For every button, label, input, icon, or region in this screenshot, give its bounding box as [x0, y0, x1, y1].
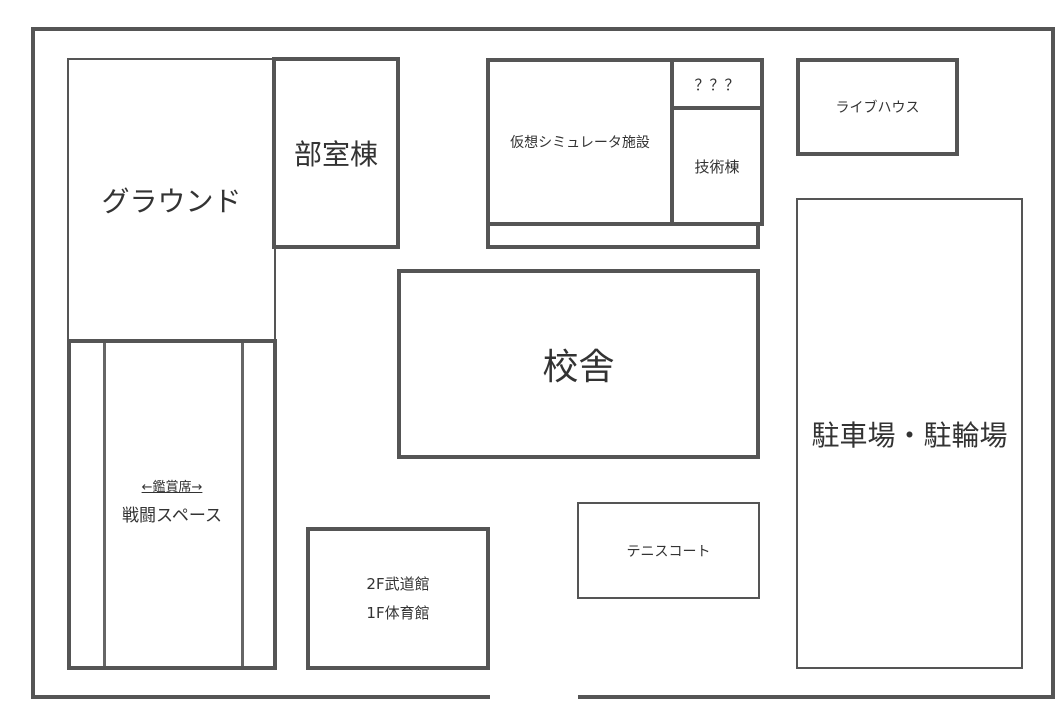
ground: グラウンド: [67, 58, 276, 342]
wall-bottom-right: [578, 695, 1055, 699]
budokan-label: 2F武道館: [366, 575, 430, 593]
tech-building: 技術棟: [670, 106, 764, 226]
club-building-label: 部室棟: [293, 138, 378, 171]
seat-divider-left: [103, 343, 106, 666]
live-house: ライブハウス: [796, 58, 959, 156]
school-building-label: 校舎: [542, 347, 615, 388]
wall-left: [31, 27, 35, 699]
simulator-label: 仮想シミュレータ施設: [510, 135, 650, 151]
live-house-label: ライブハウス: [835, 100, 920, 116]
unknown-building: ？？？: [670, 58, 764, 110]
arena-seats-label: ←鑑賞席→: [141, 479, 203, 495]
tennis-court: テニスコート: [577, 502, 760, 599]
gym-budokan: 2F武道館 1F体育館: [306, 527, 490, 670]
parking: 駐車場・駐輪場: [796, 198, 1023, 669]
parking-label: 駐車場・駐輪場: [811, 418, 1008, 452]
wall-bottom-left: [31, 695, 490, 699]
ground-label: グラウンド: [101, 185, 242, 218]
tech-building-label: 技術棟: [694, 157, 740, 176]
tennis-label: テニスコート: [626, 543, 711, 560]
club-building: 部室棟: [272, 57, 400, 249]
wall-right: [1051, 27, 1055, 699]
simulator: 仮想シミュレータ施設: [486, 58, 674, 226]
school-building: 校舎: [397, 269, 760, 459]
arena-label: 戦闘スペース: [122, 505, 222, 526]
seat-divider-right: [241, 343, 244, 666]
arena: ←鑑賞席→ 戦闘スペース: [67, 339, 277, 670]
wall-top: [31, 27, 1055, 31]
simulator-complex: 仮想シミュレータ施設 ？？？ 技術棟: [486, 58, 764, 249]
gym-label: 1F体育館: [366, 603, 430, 622]
unknown-label: ？？？: [694, 75, 740, 94]
